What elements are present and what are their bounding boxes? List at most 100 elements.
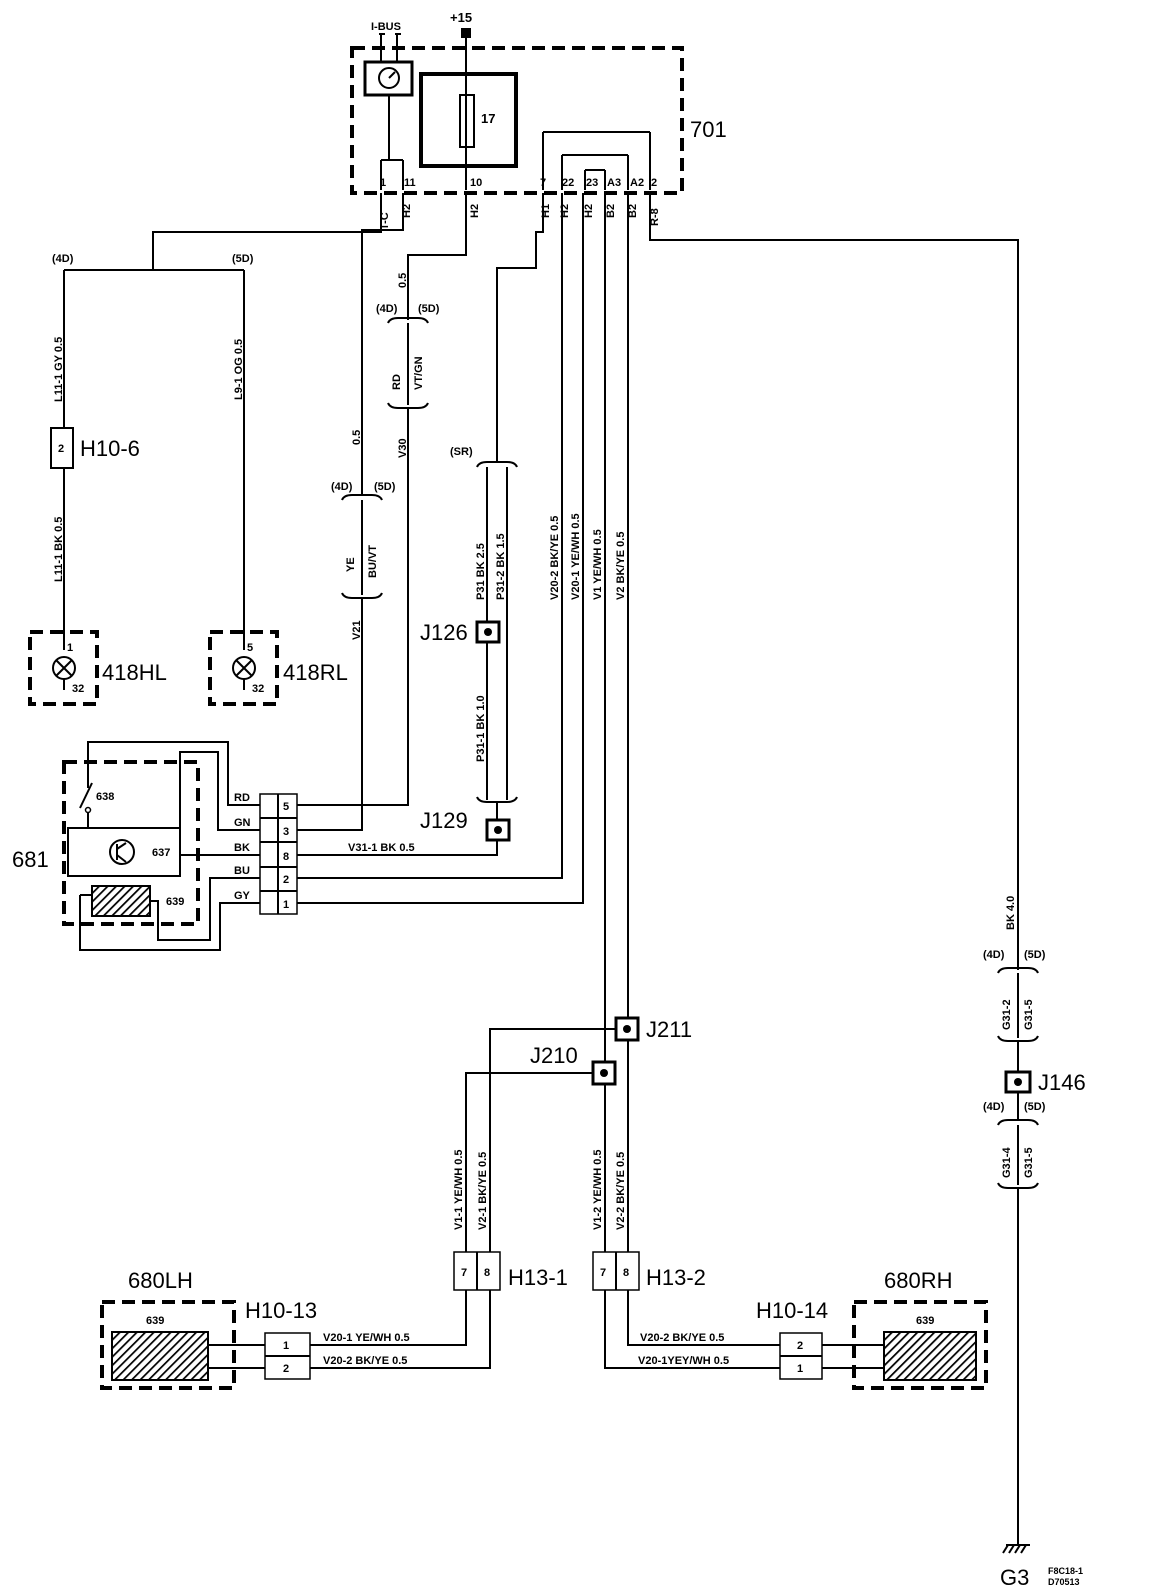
lamp-418rl-box [208, 630, 279, 706]
wire-code: H1 [540, 204, 552, 218]
ground-g3-label: G3 [1000, 1565, 1029, 1590]
wire-color-label: BK [234, 842, 250, 854]
mirror-heater-lh [111, 1331, 209, 1381]
wire-label: V20-1 YE/WH 0.5 [570, 513, 582, 600]
splice-dot [494, 826, 502, 834]
pin-label: 7 [461, 1267, 467, 1279]
wire-label: BU/VT [367, 545, 379, 578]
wire-color-label: BU [234, 865, 250, 877]
connector-h13-2-label: H13-2 [646, 1265, 706, 1290]
wire-label: RD [391, 374, 403, 390]
connector-h10-6 [50, 427, 74, 469]
wire-label: V1-2 YE/WH 0.5 [592, 1150, 604, 1231]
heater-639-element [91, 885, 151, 917]
mirror-heater-rh [883, 1331, 977, 1381]
wire-label: L11-1 GY 0.5 [53, 337, 65, 402]
wire-label: G31-4 [1001, 1147, 1013, 1178]
wire-label: V20-2 BK/YE 0.5 [323, 1355, 407, 1367]
pin-label: 32 [72, 683, 84, 695]
wire-code: H2 [469, 204, 481, 218]
pin-label: 8 [484, 1267, 490, 1279]
variant-label: (SR) [450, 446, 473, 458]
pin-label: 2 [283, 874, 289, 886]
wire-label: V1-1 YE/WH 0.5 [453, 1150, 465, 1231]
variant-label: (4D) [52, 253, 74, 265]
wire-color-label: GN [234, 817, 251, 829]
heater-639-label: 639 [166, 896, 184, 908]
wire-label: V2 BK/YE 0.5 [615, 532, 627, 600]
pin-label: 2 [58, 443, 64, 455]
wire-label: G31-5 [1023, 999, 1035, 1030]
wire-label: V2-1 BK/YE 0.5 [477, 1152, 489, 1230]
variant-label: (4D) [331, 481, 353, 493]
pin-label: 1 [797, 1363, 803, 1375]
wire-code: B2 [627, 204, 639, 218]
heater-label: 639 [146, 1315, 164, 1327]
pin-label: 32 [252, 683, 264, 695]
wire-label: V2-2 BK/YE 0.5 [615, 1152, 627, 1230]
ibus-icon [378, 67, 400, 89]
switch-638-label: 638 [96, 791, 114, 803]
pin-label: 1 [380, 177, 386, 189]
fuse-box [419, 72, 518, 168]
pin-label: A2 [630, 177, 644, 189]
pin-label: 1 [67, 642, 73, 654]
splice-j146-label: J146 [1038, 1070, 1086, 1095]
lamp-418hl-label: 418HL [102, 660, 167, 685]
splice-dot [1014, 1078, 1022, 1086]
wire-code: R-8 [649, 208, 661, 226]
wire-label: VT/GN [413, 356, 425, 390]
pin-label: A3 [607, 177, 621, 189]
wire-label: V20-1 YE/WH 0.5 [323, 1332, 410, 1344]
connector-h10-14-label: H10-14 [756, 1298, 828, 1323]
splice-j126-label: J126 [420, 620, 468, 645]
wire-color-label: RD [234, 792, 250, 804]
mirror-680lh-label: 680LH [128, 1268, 193, 1293]
wire-label: BK 4.0 [1005, 896, 1017, 930]
wire-label: L9-1 OG 0.5 [233, 339, 245, 400]
pin-label: 2 [797, 1340, 803, 1352]
pin-label: 1 [283, 899, 289, 911]
wire-code: H2 [559, 204, 571, 218]
heater-label: 639 [916, 1315, 934, 1327]
wire-color-label: GY [234, 890, 251, 902]
wire-code: H2 [583, 204, 595, 218]
pin-label: 2 [283, 1363, 289, 1375]
wire-label: L11-1 BK 0.5 [53, 517, 65, 582]
wire-label: P31 BK 2.5 [475, 543, 487, 600]
mirror-680rh-label: 680RH [884, 1268, 952, 1293]
variant-label: (4D) [376, 303, 398, 315]
wire-label: V20-2 BK/YE 0.5 [549, 516, 561, 600]
connector-h10-6-label: H10-6 [80, 436, 140, 461]
variant-label: (4D) [983, 1101, 1005, 1113]
pin-label: 3 [283, 826, 289, 838]
wire-label: YE [345, 557, 357, 572]
pin-label: 5 [247, 642, 253, 654]
splice-dot [623, 1025, 631, 1033]
wire-label: 0.5 [351, 430, 363, 445]
wire-label: P31-1 BK 1.0 [475, 695, 487, 762]
pin-label: 5 [283, 801, 289, 813]
variant-label: (4D) [983, 949, 1005, 961]
transistor-box [67, 827, 181, 877]
pin-label: 22 [562, 177, 574, 189]
splice-j210-label: J210 [530, 1043, 578, 1068]
lamp-418rl-label: 418RL [283, 660, 348, 685]
splice-dot [484, 628, 492, 636]
wire-label: V20-2 BK/YE 0.5 [640, 1332, 724, 1344]
supply-terminal-icon [461, 28, 471, 38]
wire-label: G31-5 [1023, 1147, 1035, 1178]
pin-label: 1 [283, 1340, 289, 1352]
pin-label: 7 [540, 177, 546, 189]
pin-label: 11 [404, 177, 416, 189]
transistor-icon [109, 839, 135, 865]
module-701-label: 701 [690, 117, 727, 142]
variant-label: (5D) [232, 253, 254, 265]
figure-code: F8C18-1 [1048, 1566, 1083, 1576]
wire-label: P31-2 BK 1.5 [495, 533, 507, 600]
variant-label: (5D) [1024, 1101, 1046, 1113]
connector-h13-1-label: H13-1 [508, 1265, 568, 1290]
splice-j129-label: J129 [420, 808, 468, 833]
variant-label: (5D) [418, 303, 440, 315]
